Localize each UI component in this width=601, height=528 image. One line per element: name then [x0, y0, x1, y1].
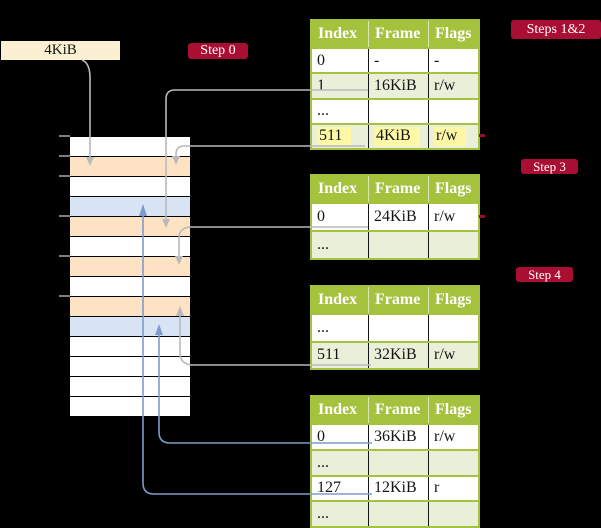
header-index: Index	[318, 25, 358, 42]
table-header-row: Index Frame Flags	[312, 176, 478, 202]
red-pointer-dash	[479, 134, 485, 137]
frame-4kib-label: 4KiB	[1, 41, 120, 60]
memory-tick	[59, 155, 70, 157]
memory-row	[70, 297, 190, 317]
cell-index: 127	[317, 479, 341, 497]
cell-flags: r/w	[428, 342, 478, 368]
physical-memory-stack	[70, 136, 190, 417]
memory-tick	[59, 135, 70, 137]
memory-row	[70, 157, 190, 177]
cell-frame	[368, 99, 428, 123]
cell-frame	[368, 502, 428, 526]
table-row: ...	[312, 230, 478, 258]
table-row: 0 24KiB r/w	[312, 202, 478, 230]
table-row: 0 36KiB r/w	[312, 423, 478, 449]
table-row-highlighted: 511 4KiB r/w	[312, 122, 478, 148]
header-flags: Flags	[428, 21, 478, 47]
cell-flags	[428, 315, 478, 341]
table-row: ...	[312, 448, 478, 475]
table-header-row: Index Frame Flags	[312, 397, 478, 423]
cell-frame: -	[368, 49, 428, 73]
memory-tick	[59, 215, 70, 217]
page-table-3: Index Frame Flags ... 511 32KiB r/w	[310, 285, 480, 370]
table-header-row: Index Frame Flags	[312, 21, 478, 47]
cell-frame: 36KiB	[368, 425, 428, 449]
memory-row	[70, 237, 190, 257]
cell-frame: 24KiB	[368, 204, 428, 230]
cell-index: 0	[317, 427, 325, 445]
memory-row	[70, 337, 190, 357]
table-row: 127 12KiB r	[312, 474, 478, 501]
cell-frame: 32KiB	[368, 342, 428, 368]
table-row: ...	[312, 500, 478, 526]
cell-flags	[428, 232, 478, 258]
memory-row	[70, 397, 190, 417]
cell-frame: 12KiB	[368, 476, 428, 501]
header-frame: Frame	[368, 397, 428, 423]
memory-row	[70, 217, 190, 237]
memory-tick	[59, 295, 70, 297]
table-row: 0 - -	[312, 47, 478, 73]
cell-index: ...	[317, 236, 329, 253]
header-flags: Flags	[428, 287, 478, 313]
memory-tick	[59, 175, 70, 177]
cell-flags: r/w	[428, 204, 478, 230]
cell-index: ...	[317, 102, 329, 120]
highlight: r/w	[434, 126, 467, 146]
header-flags: Flags	[428, 397, 478, 423]
table-row: ...	[312, 313, 478, 341]
cell-index: ...	[317, 505, 329, 523]
table-header-row: Index Frame Flags	[312, 287, 478, 313]
cell-flags	[428, 502, 478, 526]
table-row: ...	[312, 97, 478, 123]
memory-row	[70, 317, 190, 337]
cell-index: 511	[312, 125, 368, 148]
table-row: 1 16KiB r/w	[312, 72, 478, 98]
memory-row	[70, 377, 190, 397]
cell-flags: -	[428, 49, 478, 73]
memory-row	[70, 257, 190, 277]
page-table-2: Index Frame Flags 0 24KiB r/w ...	[310, 174, 480, 260]
header-index: Index	[318, 401, 358, 418]
memory-row	[70, 197, 190, 217]
cell-frame: 4KiB	[368, 124, 428, 148]
red-pointer-dash	[479, 215, 485, 218]
page-table-1: Index Frame Flags 0 - - 1 16KiB r/w ... …	[310, 19, 480, 150]
memory-row	[70, 177, 190, 197]
page-table-4: Index Frame Flags 0 36KiB r/w ... 127 12…	[310, 395, 480, 528]
highlight: 4KiB	[374, 126, 420, 146]
cell-index: 0	[317, 208, 325, 225]
memory-row	[70, 357, 190, 377]
header-frame: Frame	[368, 21, 428, 47]
cell-flags	[428, 450, 478, 475]
cell-index: ...	[317, 318, 329, 336]
cell-frame	[368, 232, 428, 258]
badge-steps-1-2: Steps 1&2	[511, 20, 601, 39]
badge-step-4: Step 4	[516, 267, 573, 282]
memory-row	[70, 137, 190, 157]
cell-index: 511	[317, 346, 341, 364]
header-index: Index	[318, 180, 358, 197]
cell-flags: r/w	[428, 124, 478, 148]
header-flags: Flags	[428, 176, 478, 202]
memory-row	[70, 277, 190, 297]
cell-frame	[368, 315, 428, 341]
cell-flags: r	[428, 476, 478, 501]
memory-tick	[59, 255, 70, 257]
header-index: Index	[318, 291, 358, 308]
cell-index: 0	[317, 51, 325, 69]
cell-frame	[368, 450, 428, 475]
cell-frame: 16KiB	[368, 74, 428, 98]
table-row: 511 32KiB r/w	[312, 340, 478, 368]
cell-index: ...	[317, 453, 329, 471]
header-frame: Frame	[368, 176, 428, 202]
badge-step-3: Step 3	[521, 159, 578, 174]
cell-flags: r/w	[428, 74, 478, 98]
highlight: 511	[317, 126, 352, 146]
cell-flags: r/w	[428, 425, 478, 449]
cell-flags	[428, 99, 478, 123]
cell-index: 1	[317, 76, 325, 94]
header-frame: Frame	[368, 287, 428, 313]
badge-step-0: Step 0	[188, 43, 248, 59]
